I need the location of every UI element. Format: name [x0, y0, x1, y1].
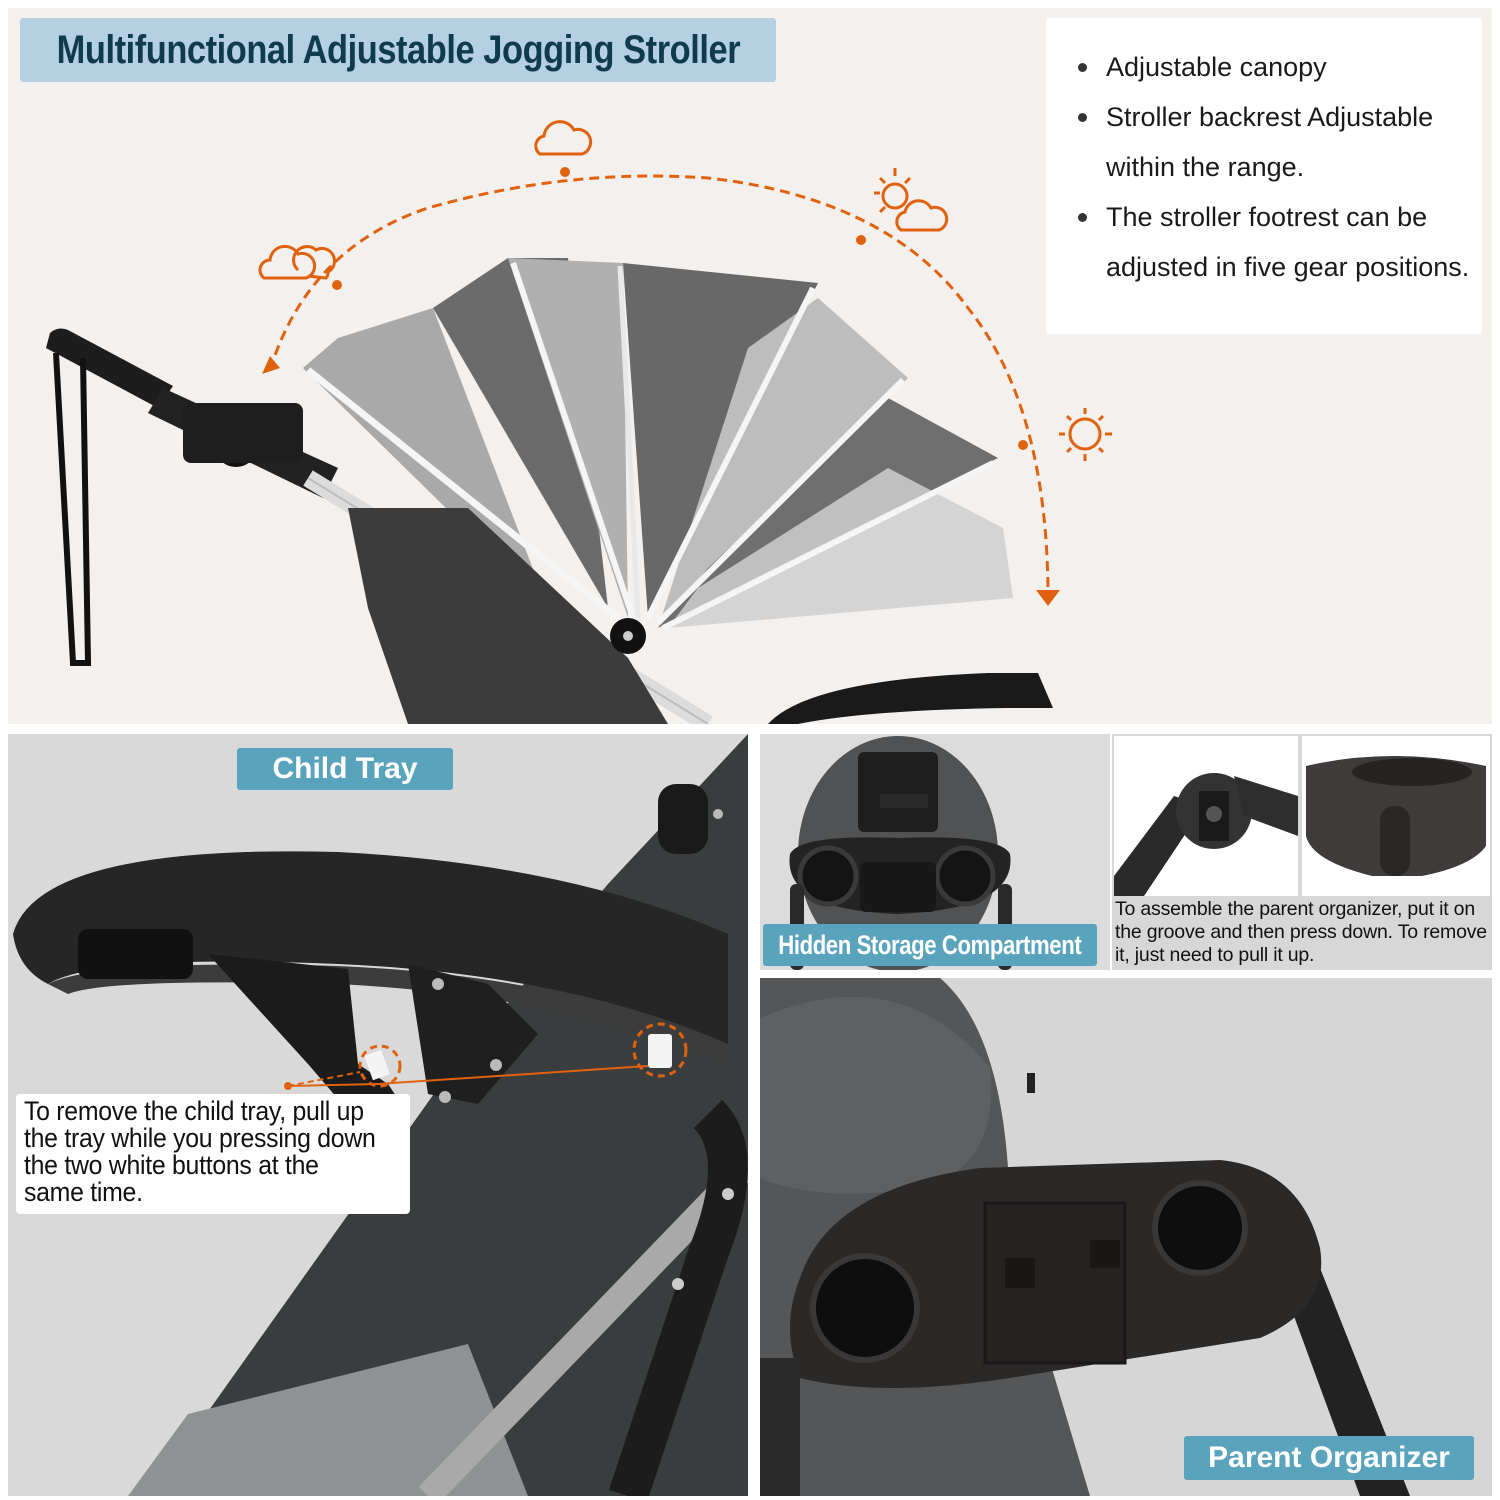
hidden-storage-tag: Hidden Storage Compartment [763, 924, 1097, 966]
canopy-adjustment-panel: Multifunctional Adjustable Jogging Strol… [8, 8, 1492, 724]
parent-organizer-tag: Parent Organizer [1184, 1436, 1474, 1480]
parent-organizer-photo [760, 978, 1410, 1496]
assemble-instructions-panel: To assemble the parent organizer, put it… [1112, 734, 1492, 970]
hinge-photo [1114, 736, 1298, 896]
child-tray-tag: Child Tray [237, 748, 453, 790]
child-tray-label: Child Tray [272, 752, 418, 785]
child-tray-caption: To remove the child tray, pull up the tr… [24, 1096, 376, 1207]
feature-item: Stroller backrest Adjustable within the … [1076, 92, 1472, 192]
child-tray-panel: Child Tray To remove the child tray, pul… [8, 734, 748, 1496]
child-tray-caption-box [16, 1094, 410, 1214]
adjustment-arc [262, 167, 1060, 606]
assemble-caption: To assemble the parent organizer, put it… [1115, 898, 1487, 966]
child-tray-photo [13, 734, 748, 1496]
feature-item: Adjustable canopy [1076, 42, 1472, 92]
parent-organizer-label: Parent Organizer [1208, 1441, 1450, 1474]
organizer-bottom-photo [1302, 736, 1490, 896]
feature-item: The stroller footrest can be adjusted in… [1076, 192, 1472, 292]
double-cloud-icon [258, 244, 337, 280]
feature-list: Adjustable canopy Stroller backrest Adju… [1076, 42, 1472, 292]
parent-organizer-panel: Parent Organizer [760, 978, 1492, 1496]
cloud-icon [534, 120, 593, 156]
stroller-canopy-illustration [46, 258, 1053, 724]
title-banner: Multifunctional Adjustable Jogging Strol… [20, 18, 776, 82]
hidden-storage-panel: Hidden Storage Compartment [760, 734, 1110, 970]
hidden-storage-photo [789, 736, 1012, 970]
feature-list-box: Adjustable canopy Stroller backrest Adju… [1046, 18, 1482, 334]
sun-icon [1059, 408, 1112, 461]
page-title: Multifunctional Adjustable Jogging Strol… [56, 27, 740, 72]
sun-cloud-icon [874, 168, 949, 232]
hidden-storage-label: Hidden Storage Compartment [778, 929, 1082, 960]
